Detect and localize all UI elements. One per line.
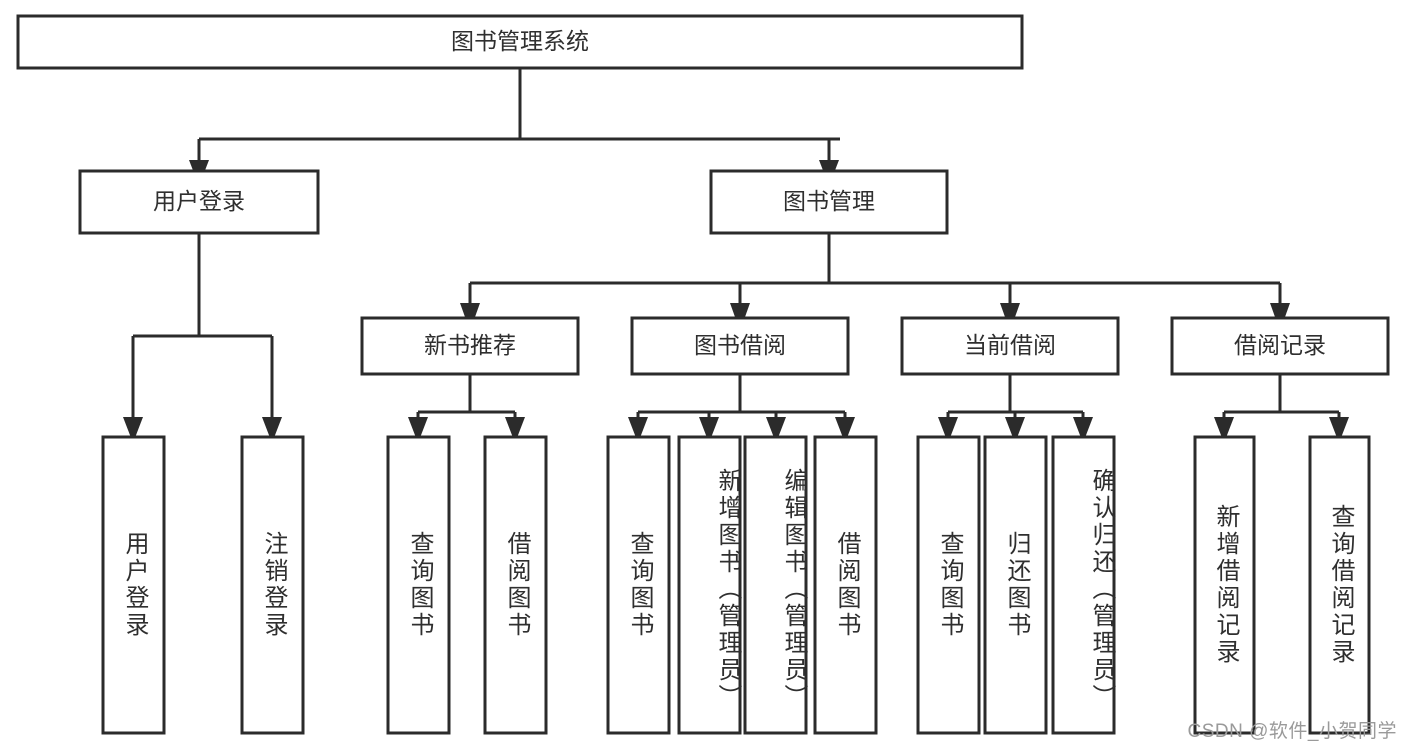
connector-book-borrow-trunk [636, 374, 847, 424]
node-book-manage-box[interactable] [709, 169, 949, 235]
node-borrow-record-box[interactable] [1170, 316, 1390, 376]
csdn-watermark: CSDN @软件_小贺同学 [1187, 721, 1397, 742]
connector-book-manage-trunk [468, 233, 1282, 307]
node-leaf-borrow-book-2-box[interactable] [813, 435, 878, 735]
arrow-to-leaf-add-book [699, 417, 719, 443]
node-leaf-query-record-box[interactable] [1308, 435, 1371, 735]
node-leaf-user-logout-box[interactable] [240, 435, 305, 735]
node-leaf-confirm-return-box[interactable] [1051, 435, 1116, 735]
node-leaf-borrow-book-1-box[interactable] [483, 435, 548, 735]
node-book-borrow-label: 图书借阅 [694, 332, 786, 358]
node-new-book-rec-label: 新书推荐 [424, 332, 516, 358]
node-leaf-query-book-2-box[interactable] [606, 435, 671, 735]
node-leaf-return-book-box[interactable] [983, 435, 1048, 735]
connector-root-trunk [197, 68, 840, 163]
node-borrow-record-label: 借阅记录 [1234, 332, 1326, 358]
node-user-login-box[interactable] [78, 169, 320, 235]
node-leaf-query-book-3-box[interactable] [916, 435, 981, 735]
node-leaf-query-book-1-box[interactable] [386, 435, 451, 735]
horizontal-label-layer: 图书管理系统 用户登录 图书管理 新书推荐 图书借阅 当前借阅 借阅记录 [153, 28, 1326, 358]
arrow-to-leaf-edit-book [766, 417, 786, 443]
node-new-book-rec-box[interactable] [360, 316, 580, 376]
connector-layer [131, 68, 1341, 424]
node-current-borrow-label: 当前借阅 [964, 332, 1056, 358]
arrow-to-leaf-user-logout [262, 417, 282, 443]
node-leaf-add-book-box[interactable] [677, 435, 742, 735]
arrow-to-leaf-borrow-book-2 [835, 417, 855, 443]
connector-current-borrow-trunk [946, 374, 1085, 424]
arrow-to-leaf-query-book-1 [408, 417, 428, 443]
arrow-to-leaf-borrow-book-1 [505, 417, 525, 443]
node-box-layer [16, 14, 1390, 735]
arrow-to-leaf-user-login [123, 417, 143, 443]
node-root-box[interactable] [16, 14, 1024, 70]
connector-borrow-record-trunk [1222, 374, 1341, 424]
node-book-manage-label: 图书管理 [783, 188, 875, 214]
connector-user-login-trunk [131, 233, 274, 424]
arrow-to-leaf-query-book-2 [628, 417, 648, 443]
arrow-to-leaf-add-record [1214, 417, 1234, 443]
arrow-to-leaf-return-book [1005, 417, 1025, 443]
node-book-borrow-box[interactable] [630, 316, 850, 376]
arrow-to-leaf-query-book-3 [938, 417, 958, 443]
node-leaf-edit-book-box[interactable] [743, 435, 808, 735]
connector-new-book-rec-trunk [416, 374, 517, 424]
node-leaf-user-login-box[interactable] [101, 435, 166, 735]
node-root-label: 图书管理系统 [451, 28, 589, 54]
arrow-to-leaf-confirm-return [1073, 417, 1093, 443]
node-user-login-label: 用户登录 [153, 188, 245, 214]
node-current-borrow-box[interactable] [900, 316, 1120, 376]
arrow-to-leaf-query-record [1329, 417, 1349, 443]
node-leaf-add-record-box[interactable] [1193, 435, 1256, 735]
